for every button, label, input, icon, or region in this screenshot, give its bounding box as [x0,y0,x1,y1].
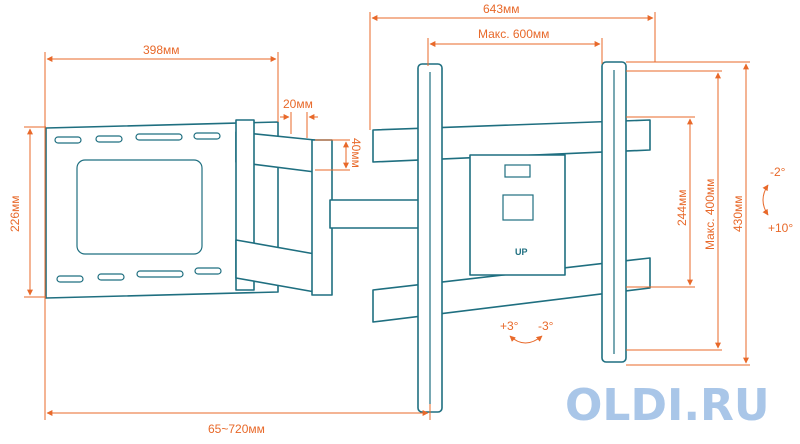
dim-bracket-inner-height: 244мм [675,189,689,226]
tv-bracket: UP [372,61,651,413]
dim-max-vesa-width: Макс. 600мм [478,27,549,41]
dim-arm-thickness: 40мм [349,138,363,168]
tilt-down-label: +10° [768,221,793,235]
dim-arm-offset: 20мм [283,97,313,111]
dim-wall-plate-height: 226мм [8,195,22,232]
tilt-up-label: -2° [770,165,786,179]
dim-bracket-height: 430мм [731,195,745,232]
swivel-left-label: +3° [500,319,519,333]
dim-extension-range: 65~720мм [208,422,265,436]
dim-max-vesa-height: Макс. 400мм [703,179,717,250]
dim-wall-plate-width: 398мм [143,43,180,57]
swivel-right-label: -3° [538,319,554,333]
wall-plate [45,121,279,299]
swing-arm [235,119,421,296]
dim-total-width: 643мм [483,2,520,16]
dimension-lines [24,12,769,420]
up-marking: UP [515,247,528,257]
watermark: OLDI.RU [565,380,770,431]
